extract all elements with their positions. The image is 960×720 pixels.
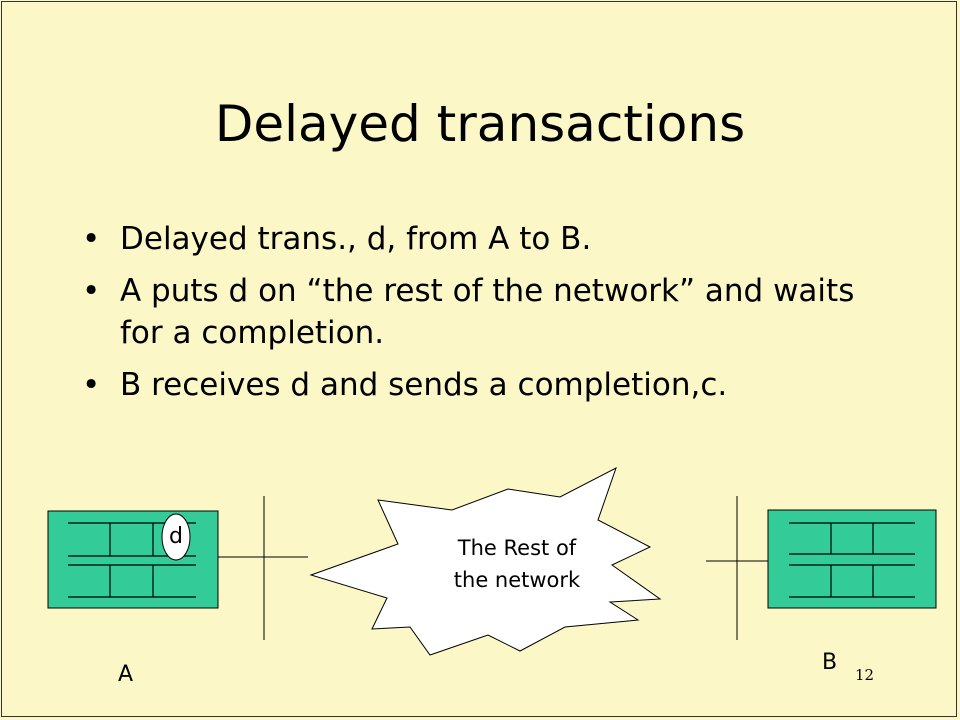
device-a xyxy=(47,510,219,609)
bus-lines-a xyxy=(218,496,308,640)
node-a-label: A xyxy=(118,662,134,687)
transaction-chip xyxy=(161,513,191,561)
bus-lines-b xyxy=(706,496,768,640)
device-a-body xyxy=(47,510,219,609)
page-number: 12 xyxy=(855,666,875,684)
bullet-marker: • xyxy=(82,367,101,403)
device-b-slots xyxy=(789,522,915,598)
bullet-text: A puts d on “the rest of the network” an… xyxy=(120,273,855,351)
network-cloud xyxy=(309,466,662,656)
slide-title: Delayed transactions xyxy=(214,95,746,153)
cloud-label-line2: the network xyxy=(453,568,581,592)
bullet-marker: • xyxy=(82,221,101,257)
bullet-item: • B receives d and sends a completion,c. xyxy=(82,364,902,406)
bullet-item: • A puts d on “the rest of the network” … xyxy=(82,270,902,354)
device-b xyxy=(767,509,937,609)
transaction-label: d xyxy=(169,524,183,549)
cloud-label-line1: The Rest of xyxy=(457,536,577,560)
device-b-body xyxy=(767,509,937,609)
bullet-item: • Delayed trans., d, from A to B. xyxy=(82,218,902,260)
cloud-label: The Rest of the network xyxy=(402,532,632,596)
node-b-label: B xyxy=(822,650,838,675)
bullet-list: • Delayed trans., d, from A to B. • A pu… xyxy=(82,218,902,416)
bullet-marker: • xyxy=(82,273,101,309)
bullet-text: Delayed trans., d, from A to B. xyxy=(120,221,592,257)
bullet-text: B receives d and sends a completion,c. xyxy=(120,367,728,403)
